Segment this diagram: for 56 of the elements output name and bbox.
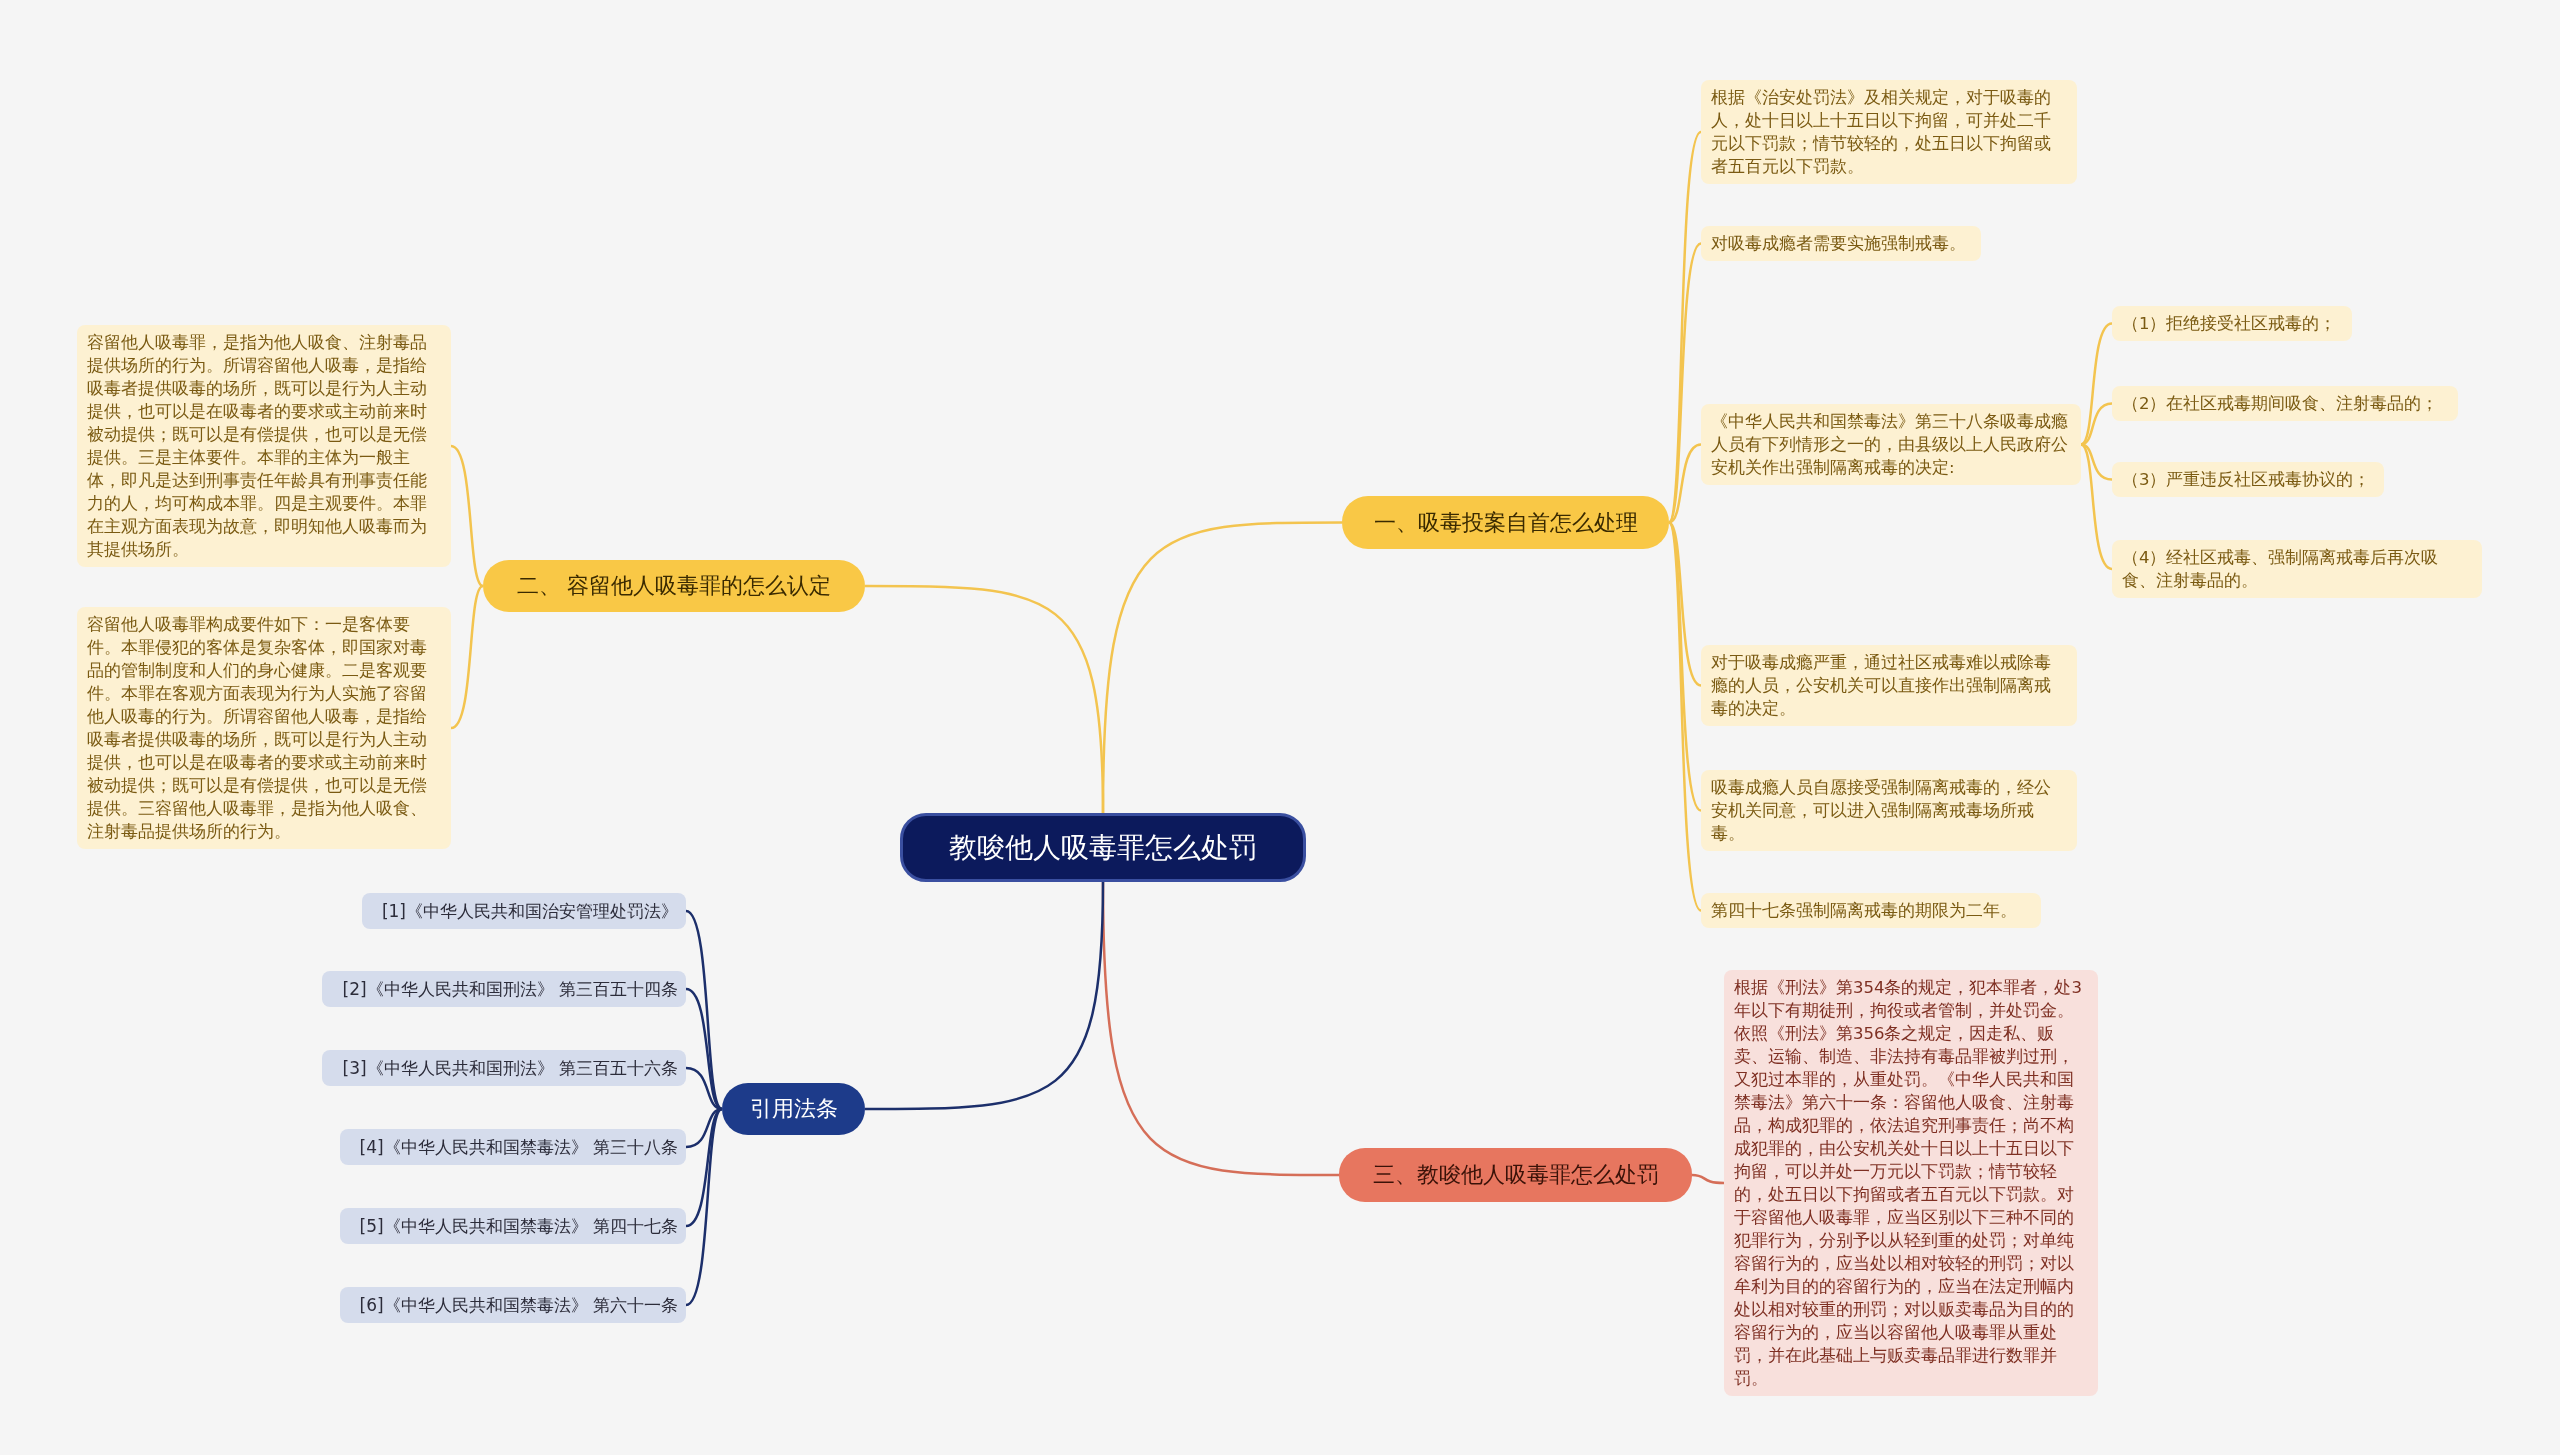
- topic-label: 引用法条: [749, 1095, 838, 1123]
- card-text: 根据《治安处罚法》及相关规定，对于吸毒的人，处十日以上十五日以下拘留，可并处二千元以下罚款；情节较轻的，处五日以下拘留或者五百元以下罚款。: [1711, 87, 2052, 178]
- card-text: 根据《刑法》第354条的规定，犯本罪者，处3年以下有期徒刑，拘役或者管制，并处罚金。依照《刑法》第356条之规定，因走私、贩卖、运输、制造、非法持有毒品罪被判过刑，又犯过本罪的，从重处罚。《中华人民共和国禁毒法》第六十一条：容留他人吸食、注射毒品，构成犯罪的，依法追究刑事责任；尚不构成犯罪的，由公安机关处十日以上十五日以下拘留，可以并处一万元以下罚款；情节较轻的，处五日以下拘留或者五百元以下罚款。对于容留他人吸毒罪，应当区别以下三种不同的犯罪行为，分别予以从轻到重的处罚；对单纯容留行为的，应当处以相对较轻的刑罚；对以牟利为目的的容留行为的，应当在法定刑幅内处以相对较重的刑罚；对以贩卖毒品为目的的容留行为的，应当以容留他人吸毒罪从重处罚，并在此基础上与贩卖毒品罪进行数罪并罚。: [1734, 977, 2083, 1390]
- card-text: （1）拒绝接受社区戒毒的；: [2122, 313, 2338, 335]
- connector-line: [2080, 443, 2113, 571]
- card-text: 吸毒成瘾人员自愿接受强制隔离戒毒的，经公安机关同意，可以进入强制隔离戒毒场所戒毒。: [1711, 777, 2052, 845]
- card-text: （3）严重违反社区戒毒协议的；: [2122, 469, 2372, 491]
- text-card: [1701, 404, 2081, 485]
- card-text: [2]《中华人民共和国刑法》 第三百五十四条: [341, 978, 678, 1000]
- card-text: （4）经社区戒毒、强制隔离戒毒后再次吸食、注射毒品的。: [2122, 547, 2440, 592]
- reference-card: [322, 1050, 686, 1086]
- text-card: [2112, 386, 2458, 421]
- topic-label: 二、 容留他人吸毒罪的怎么认定: [516, 572, 832, 600]
- card-text: 容留他人吸毒罪构成要件如下：一是客体要件。本罪侵犯的客体是复杂客体，即国家对毒品的管制制度和人们的身心健康。二是客观要件。本罪在客观方面表现为行为人实施了容留他人吸毒的行为。所谓容留他人吸毒，是指给吸毒者提供吸毒的场所，既可以是行为人主动提供，也可以是在吸毒者的要求或主动前来时被动提供；既可以是有偿提供，也可以是无偿提供。三容留他人吸毒罪，是指为他人吸食、注射毒品提供场所的行为。: [87, 614, 428, 843]
- connector-line: [685, 1107, 723, 1228]
- card-text: [3]《中华人民共和国刑法》 第三百五十六条: [341, 1057, 678, 1079]
- topic-label: 三、教唆他人吸毒罪怎么处罚: [1372, 1161, 1659, 1189]
- connector-line: [1691, 1173, 1725, 1185]
- branch-topic: [1339, 1148, 1692, 1202]
- reference-card: [362, 893, 686, 929]
- card-text: 对于吸毒成瘾严重，通过社区戒毒难以戒除毒瘾的人员，公安机关可以直接作出强制隔离戒毒的决定。: [1711, 652, 2052, 720]
- text-card: [2112, 540, 2482, 598]
- text-card: [1701, 226, 1981, 261]
- text-card: [2112, 462, 2384, 497]
- connector-line: [1668, 443, 1702, 524]
- text-card: [1701, 645, 2077, 726]
- card-text: [6]《中华人民共和国禁毒法》 第六十一条: [358, 1294, 678, 1316]
- connector-line: [865, 584, 1105, 814]
- text-card: [1701, 893, 2041, 928]
- card-text: [1]《中华人民共和国治安管理处罚法》: [380, 900, 678, 922]
- topic-label: 教唆他人吸毒罪怎么处罚: [949, 829, 1257, 866]
- card-text: （2）在社区戒毒期间吸食、注射毒品的；: [2122, 393, 2440, 415]
- branch-topic: [483, 560, 865, 612]
- text-card: [2112, 306, 2352, 341]
- connector-line: [685, 1108, 723, 1307]
- connector-line: [2080, 322, 2113, 446]
- connector-line: [450, 585, 484, 730]
- topic-label: 一、吸毒投案自首怎么处理: [1373, 508, 1638, 537]
- connector-line: [1668, 521, 1702, 687]
- reference-card: [340, 1208, 686, 1244]
- branch-topic: [722, 1083, 865, 1135]
- central-topic: [900, 813, 1306, 882]
- card-text: 容留他人吸毒罪，是指为他人吸食、注射毒品提供场所的行为。所谓容留他人吸毒，是指给吸毒者提供吸毒的场所，既可以是行为人主动提供，也可以是在吸毒者的要求或主动前来时被动提供；既可以是有偿提供，也可以是无偿提供。三是主体要件。本罪的主体为一般主体，即凡是达到刑事责任年龄具有刑事责任能力的人，均可构成本罪。四是主观要件。本罪在主观方面表现为故意，即明知他人吸毒而为其提供场所。: [87, 332, 428, 561]
- card-text: 《中华人民共和国禁毒法》第三十八条吸毒成瘾人员有下列情形之一的，由县级以上人民政府公安机关作出强制隔离戒毒的决定:: [1711, 411, 2069, 479]
- card-text: [5]《中华人民共和国禁毒法》 第四十七条: [358, 1215, 678, 1237]
- card-text: [4]《中华人民共和国禁毒法》 第三十八条: [358, 1136, 678, 1158]
- text-card: [1701, 80, 2077, 184]
- connector-line: [450, 444, 484, 587]
- card-text: 第四十七条强制隔离戒毒的期限为二年。: [1711, 900, 2018, 922]
- branch-topic: [1342, 496, 1669, 549]
- reference-card: [322, 971, 686, 1007]
- reference-card: [340, 1129, 686, 1165]
- connector-line: [865, 881, 1105, 1111]
- card-text: 对吸毒成瘾者需要实施强制戒毒。: [1711, 233, 1967, 255]
- text-card: [1701, 770, 2077, 851]
- reference-card: [340, 1287, 686, 1323]
